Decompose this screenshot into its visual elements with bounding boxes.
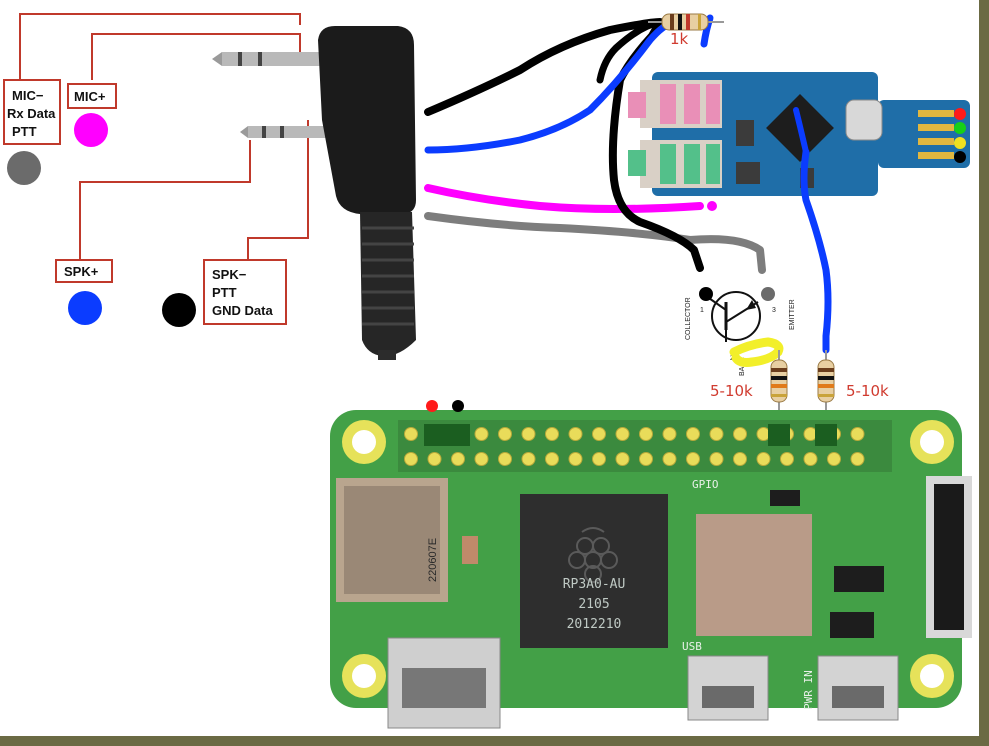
gpio-pin — [780, 452, 794, 466]
gpio-pin — [803, 452, 818, 466]
kenwood-plug — [212, 26, 416, 360]
gpio-pin — [733, 427, 747, 441]
gpio-pin — [850, 452, 865, 466]
resistor-left-label: 5-10k — [710, 382, 753, 400]
transistor-collector-dot — [699, 287, 713, 301]
svg-text:MIC−: MIC− — [12, 88, 44, 103]
soc-line1: RP3A0-AU — [563, 577, 626, 592]
sd-card-text: 220607E — [427, 538, 439, 582]
gpio-pin — [662, 452, 677, 466]
label-emitter: EMITTER — [789, 299, 796, 330]
usb-dot-green — [954, 122, 966, 134]
gpio-pin — [545, 452, 559, 466]
gpio-pin — [709, 452, 724, 466]
gpio-pin — [615, 427, 630, 441]
gpio-pin — [568, 427, 583, 441]
gpio-pin — [827, 452, 841, 466]
gpio-dot-red — [426, 400, 438, 412]
gpio-pin — [686, 427, 700, 441]
svg-text:PTT: PTT — [12, 124, 37, 139]
label-pin1: 1 — [700, 307, 704, 314]
svg-text:SPK+: SPK+ — [64, 264, 99, 279]
resistor-right — [817, 350, 835, 430]
resistor-1k — [648, 13, 724, 31]
gpio-pin — [615, 452, 630, 466]
gpio-pin — [662, 427, 677, 441]
gpio-pin — [404, 427, 418, 441]
label-mic-minus: MIC− Rx Data PTT — [3, 79, 61, 145]
gpio-pin — [427, 452, 442, 466]
svg-text:Rx Data: Rx Data — [7, 106, 56, 121]
dot-spk-plus — [68, 291, 102, 325]
usb-label: USB — [682, 640, 702, 653]
gpio-pin — [474, 427, 489, 441]
label-mic-plus: MIC+ — [67, 83, 117, 109]
gpio-pin — [733, 452, 747, 466]
soc-line3: 2012210 — [567, 617, 622, 632]
svg-text:PTT: PTT — [212, 285, 237, 300]
gpio-pin — [709, 427, 724, 441]
gpio-pin — [521, 452, 536, 466]
gpio-pin — [639, 452, 653, 466]
label-pin3: 3 — [772, 307, 776, 314]
transistor — [705, 291, 761, 342]
gpio-dot-black — [452, 400, 464, 412]
label-collector: COLLECTOR — [685, 297, 692, 340]
usb-dot-red — [954, 108, 966, 120]
dot-mic-plus — [74, 113, 108, 147]
gpio-label: GPIO — [692, 478, 719, 491]
resistor-right-label: 5-10k — [846, 382, 889, 400]
svg-text:GND Data: GND Data — [212, 303, 273, 318]
svg-text:SPK−: SPK− — [212, 267, 247, 282]
pwr-in-label: PWR IN — [802, 670, 815, 710]
gpio-pin — [686, 452, 700, 466]
gpio-pin — [545, 427, 559, 441]
wires — [424, 14, 832, 354]
gpio-pin — [568, 452, 583, 466]
label-spk-plus: SPK+ — [55, 259, 113, 283]
gpio-pin — [756, 452, 771, 466]
dot-spk-minus — [162, 293, 196, 327]
plug-wiring-lines — [19, 13, 309, 260]
soc-line2: 2105 — [578, 597, 609, 612]
gpio-pin — [498, 452, 512, 466]
gpio-pin — [592, 452, 606, 466]
gpio-pin — [850, 427, 865, 441]
raspberry-pi-zero — [330, 410, 972, 729]
gpio-pin — [498, 427, 512, 441]
gpio-pin — [451, 452, 465, 466]
usb-dot-black — [954, 151, 966, 163]
transistor-emitter-dot — [761, 287, 775, 301]
gpio-pin — [404, 452, 418, 466]
resistor-left — [770, 350, 788, 430]
gpio-pin — [474, 452, 489, 466]
gpio-pin — [639, 427, 653, 441]
usb-dot-yellow — [954, 137, 966, 149]
gpio-pin — [521, 427, 536, 441]
gpio-pin — [592, 427, 606, 441]
dot-mic-minus — [7, 151, 41, 185]
svg-text:MIC+: MIC+ — [74, 89, 106, 104]
raspberry-logo — [568, 527, 618, 583]
usb-sound-card — [628, 72, 970, 196]
resistor-1k-label: 1k — [670, 30, 689, 48]
label-spk-minus: SPK− PTT GND Data — [203, 259, 287, 325]
